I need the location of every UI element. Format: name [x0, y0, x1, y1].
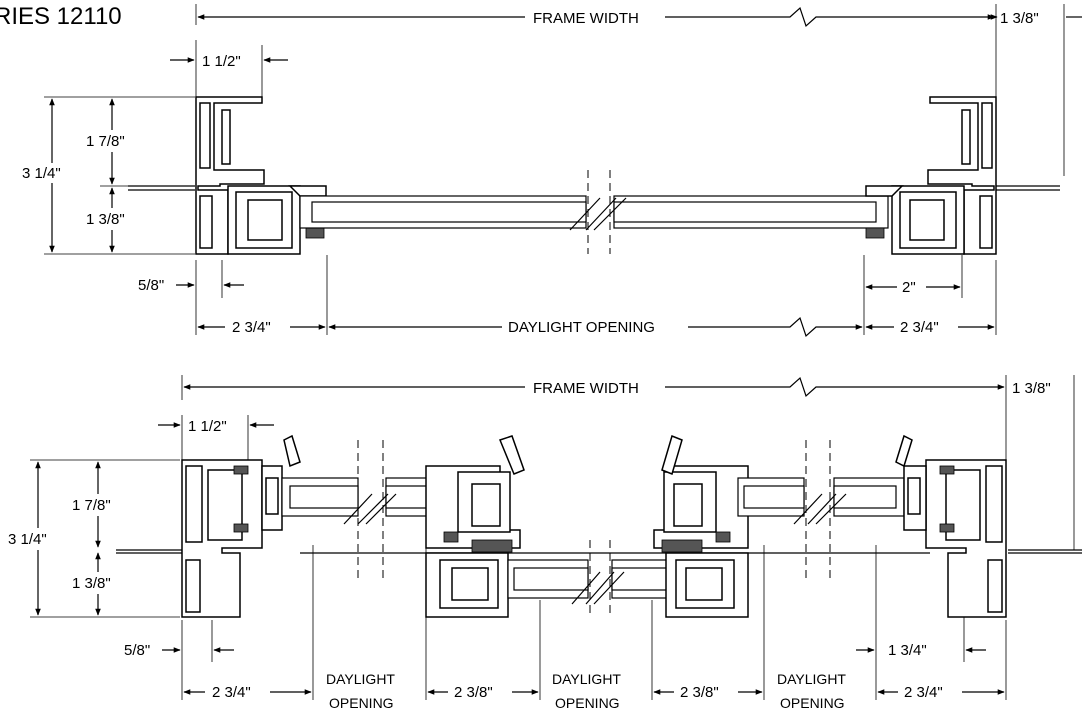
bottom-left-glass — [281, 440, 447, 580]
bottom-frame-width-label: FRAME WIDTH — [533, 380, 639, 397]
bottom-mullion-2-label: 2 3/8" — [680, 684, 719, 701]
bottom-right-offset-label: 1 3/8" — [1012, 380, 1051, 397]
top-section: FRAME WIDTH 1 3/8" 1 1/2" 3 1/4" 1 7/8" … — [22, 4, 1082, 338]
top-right-offset-label: 1 3/8" — [1000, 10, 1039, 27]
bottom-daylight-1-line2: OPENING — [329, 695, 394, 711]
top-upper-depth-label: 1 7/8" — [86, 133, 125, 150]
bottom-section: FRAME WIDTH 1 3/8" 1 1/2" 3 1/4" 1 7/8" … — [6, 375, 1082, 711]
top-lower-depth-label: 1 3/8" — [86, 211, 125, 228]
bottom-upper-depth-label: 1 7/8" — [72, 497, 111, 514]
top-overall-depth-label: 3 1/4" — [22, 165, 61, 182]
bottom-face-width-label: 1 1/2" — [188, 418, 227, 435]
series-title: RIES 12110 — [0, 3, 122, 30]
bottom-left-mullion — [425, 435, 525, 618]
top-right-frame-profile — [865, 96, 997, 255]
bottom-mullion-1-label: 2 3/8" — [454, 684, 493, 701]
bottom-right-mullion — [653, 434, 749, 618]
top-face-width-label: 1 1/2" — [202, 53, 241, 70]
bottom-daylight-1-line1: DAYLIGHT — [326, 671, 395, 687]
bottom-right-sightline-label: 1 3/4" — [888, 642, 927, 659]
bottom-left-frame-label: 2 3/4" — [212, 684, 251, 701]
bottom-sightline-label: 5/8" — [124, 642, 150, 659]
bottom-right-glass — [737, 440, 905, 580]
bottom-daylight-2-line1: DAYLIGHT — [552, 671, 621, 687]
top-right-sightline-label: 2" — [902, 279, 916, 296]
bottom-left-frame-profile — [181, 434, 301, 618]
bottom-right-frame-label: 2 3/4" — [904, 684, 943, 701]
bottom-lower-depth-label: 1 3/8" — [72, 575, 111, 592]
bottom-center-glass — [507, 540, 685, 617]
bottom-daylight-3-line2: OPENING — [780, 695, 845, 711]
top-glass-unit — [299, 170, 889, 254]
top-daylight-label: DAYLIGHT OPENING — [508, 319, 655, 336]
top-left-frame-profile — [195, 96, 327, 255]
top-right-frame-label: 2 3/4" — [900, 319, 939, 336]
bottom-right-frame-profile — [895, 434, 1007, 618]
bottom-overall-depth-label: 3 1/4" — [8, 531, 47, 548]
top-left-frame-label: 2 3/4" — [232, 319, 271, 336]
bottom-daylight-3-line1: DAYLIGHT — [777, 671, 846, 687]
bottom-daylight-2-line2: OPENING — [555, 695, 620, 711]
top-frame-width-label: FRAME WIDTH — [533, 10, 639, 27]
top-sightline-label: 5/8" — [138, 277, 164, 294]
